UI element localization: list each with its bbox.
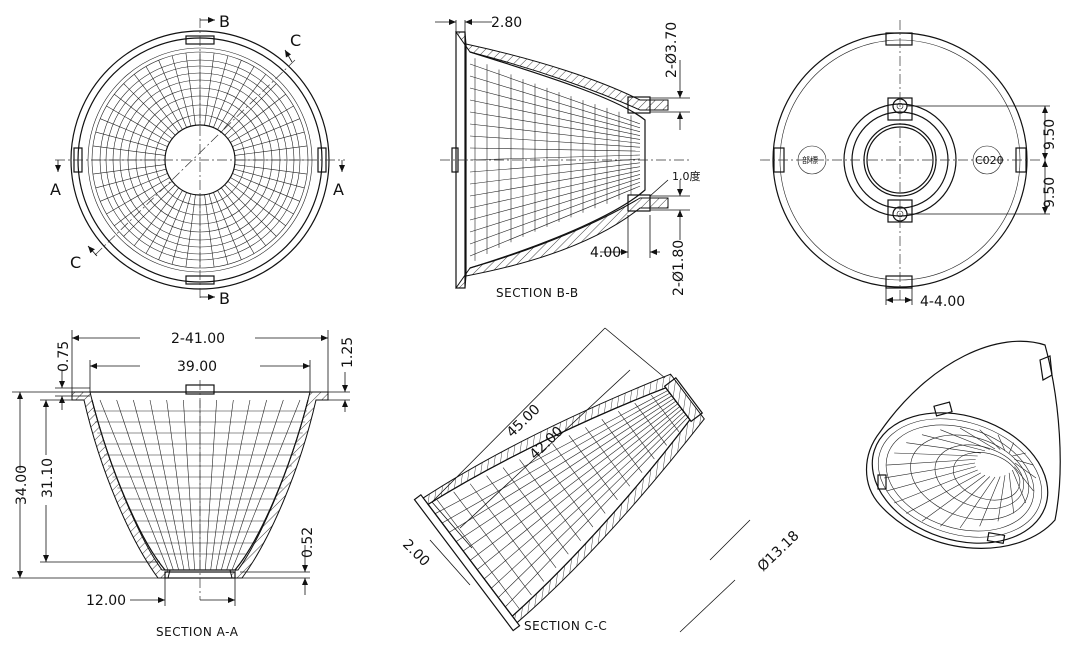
isometric-facet-grid [883,427,1037,529]
section-mark-a-right: A [333,180,344,199]
section-aa-title: SECTION A-A [156,625,239,639]
section-mark-b-bottom: B [219,289,230,308]
mark-left: 部標 [802,155,818,165]
dim-bb-wall: 2.80 [491,15,522,31]
section-cc-facet-grid [434,390,689,609]
dim-aa-outer: 2-41.00 [171,331,225,347]
dim-cc-wall: 2.00 [399,537,432,570]
dim-aa-bottom-dia: 12.00 [86,593,126,609]
section-mark-c-bottom: C [70,253,81,272]
section-bb: 2.80 2-Ø3.70 2-Ø1.80 1.0度 4.00 SECTION B… [435,15,701,300]
dim-aa-height-total: 34.00 [14,465,30,505]
section-cc [413,373,705,632]
section-bb-facet-grid [469,58,641,261]
dim-bb-pin: 4.00 [590,245,621,261]
section-mark-a-left: A [50,180,61,199]
dim-bb-draft: 1.0度 [672,169,701,183]
bottom-view: 部標 C020 9.50 9.50 4-4.00 [760,20,1058,310]
dim-lower: 9.50 [1042,177,1058,208]
section-mark-b-top: B [219,12,230,31]
dim-aa-flange: 0.75 [56,341,72,372]
dim-aa-inner: 39.00 [177,359,217,375]
dim-tabs: 4-4.00 [920,294,965,310]
mark-right: C020 [975,154,1004,167]
section-aa: 2-41.00 39.00 0.75 1.25 34.00 31.10 0.52 [12,330,356,639]
dim-upper: 9.50 [1042,119,1058,150]
section-cc-title: SECTION C-C [524,619,607,633]
isometric-view [865,340,1061,549]
top-view: B B C C A A [50,12,345,308]
dim-aa-rim: 1.25 [340,337,356,368]
dim-bb-holes-top: 2-Ø3.70 [664,22,680,78]
dim-aa-bottom-step: 0.52 [300,527,316,558]
section-mark-c-top: C [290,31,301,50]
section-bb-title: SECTION B-B [496,286,579,300]
dim-bb-holes-bottom: 2-Ø1.80 [671,240,687,296]
dim-aa-height-inner: 31.10 [40,458,56,498]
dim-cc-aperture: Ø13.18 [755,528,803,575]
